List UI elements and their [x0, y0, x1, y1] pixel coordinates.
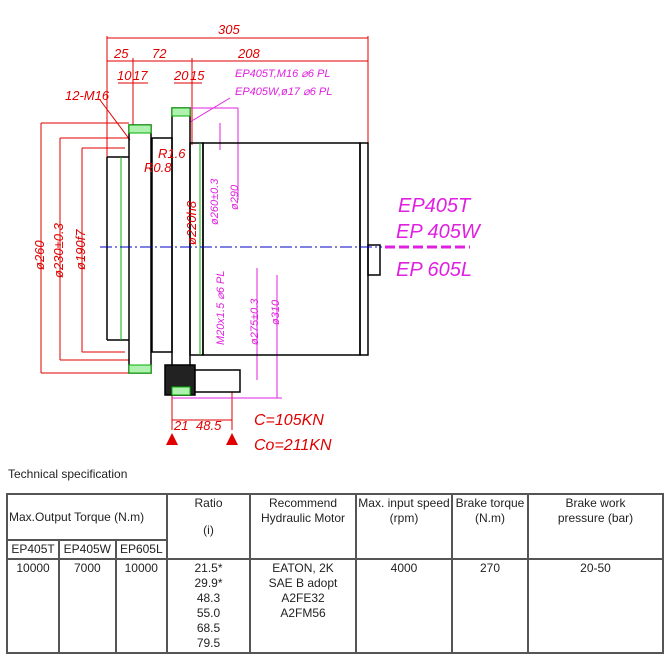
ratio-value: 55.0: [196, 606, 221, 620]
load-marker-icon: [226, 433, 238, 445]
spec-table: Max.Output Torque (N.m) Ratio (i) Recomme…: [5, 493, 664, 654]
label-12-m16: 12-M16: [65, 88, 110, 103]
ratio-value: 29.9*: [194, 576, 223, 590]
header-torque: Max.Output Torque (N.m): [6, 493, 168, 541]
header-brake-pressure: Brake work pressure (bar): [527, 493, 664, 560]
dim-phi220: ø220h8: [184, 200, 199, 245]
header-model-ep405w: EP405W: [58, 539, 117, 560]
dim-phi260-tol: ø260±0.3: [209, 178, 221, 225]
dim-21: 21: [173, 418, 188, 433]
header-ratio: Ratio (i): [166, 493, 251, 560]
dim-m20: M20x1.5 ⌀6 PL: [215, 271, 227, 346]
label-r0-8: R0.8: [144, 160, 172, 175]
ratio-unit: (i): [203, 523, 214, 537]
model-ep405w: EP 405W: [396, 221, 482, 243]
torque-ep605l: 10000: [114, 558, 169, 654]
spec-title: Technical specification: [8, 467, 128, 481]
ratio-value: 21.5*: [194, 561, 223, 575]
magenta-leaders: [172, 97, 470, 399]
dim-phi310: ø310: [270, 299, 282, 325]
header-model-ep405t: EP405T: [5, 539, 61, 560]
model-ep605l: EP 605L: [396, 259, 472, 281]
dim-208: 208: [237, 46, 260, 61]
ratio-label: Ratio: [194, 496, 223, 510]
label-r1-6: R1.6: [158, 146, 186, 161]
ratio-value: 48.3: [196, 591, 221, 605]
load-marker-icon: [166, 433, 178, 445]
torque-ep405t: 10000: [5, 558, 61, 654]
header-speed: Max. input speed (rpm): [355, 493, 453, 560]
dim-17: 17: [133, 68, 148, 83]
motor-value: EATON, 2K: [272, 561, 334, 575]
dim-25: 25: [113, 46, 129, 61]
ratio-value: 68.5: [196, 621, 221, 635]
note-ep405t-holes: EP405T,M16 ⌀6 PL: [235, 68, 331, 80]
dim-72: 72: [152, 46, 167, 61]
motor-value: A2FE32: [281, 591, 325, 605]
dim-15: 15: [190, 68, 205, 83]
dim-phi260: ø260: [32, 240, 47, 270]
load-c: C=105KN: [254, 412, 324, 429]
motor-value: SAE B adopt: [268, 576, 338, 590]
dim-phi190: ø190f7: [73, 229, 88, 270]
header-model-ep605l: EP605L: [114, 539, 169, 560]
technical-drawing: 305 25 72 208 10 17 20 15 12-M16 R1.6 R0…: [32, 22, 482, 454]
ratio-values: 21.5* 29.9* 48.3 55.0 68.5 79.5: [166, 558, 251, 654]
dim-phi230: ø230±0.3: [51, 222, 66, 278]
dim-phi275: ø275±0.3: [249, 298, 261, 345]
dim-305: 305: [218, 22, 240, 37]
dim-phi290: ø290: [229, 184, 241, 210]
green-lines: [120, 107, 201, 396]
motor-values: EATON, 2K SAE B adopt A2FE32 A2FM56: [249, 558, 357, 654]
note-ep405w-holes: EP405W,ø17 ⌀6 PL: [235, 86, 332, 98]
header-brake-torque: Brake torque (N.m): [451, 493, 529, 560]
ratio-value: 79.5: [196, 636, 221, 650]
load-co: Co=211KN: [254, 437, 332, 454]
dim-48-5: 48.5: [196, 418, 222, 433]
table-row: 10000 7000 10000 21.5* 29.9* 48.3 55.0 6…: [5, 558, 664, 654]
dimension-lines: [40, 36, 369, 430]
brake-torque-value: 270: [451, 558, 529, 654]
speed-value: 4000: [355, 558, 453, 654]
brake-pressure-value: 20-50: [527, 558, 664, 654]
dim-10: 10: [117, 68, 132, 83]
model-ep405t: EP405T: [398, 195, 472, 217]
dim-20: 20: [173, 68, 189, 83]
gearbox-outline: [106, 107, 381, 396]
torque-ep405w: 7000: [58, 558, 117, 654]
motor-value: A2FM56: [280, 606, 326, 620]
header-motor: Recommend Hydraulic Motor: [249, 493, 357, 560]
